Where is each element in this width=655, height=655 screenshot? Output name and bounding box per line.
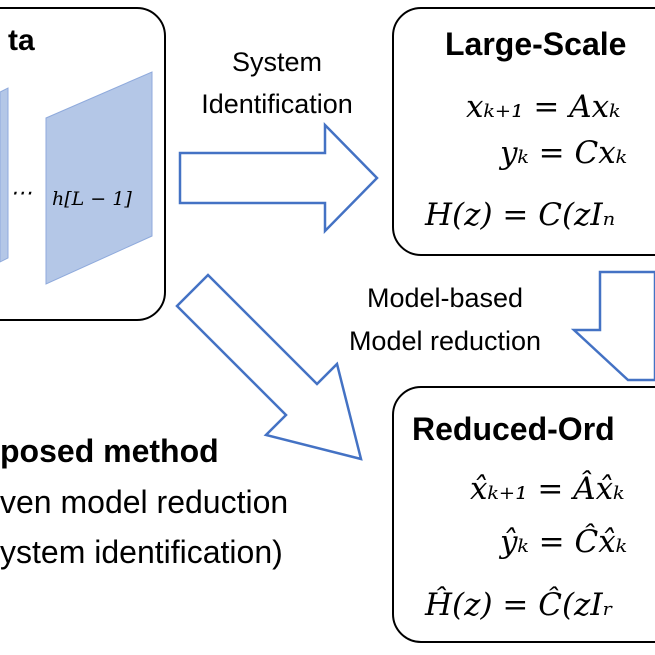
large-scale-eq1: xₖ₊₁ = Axₖ — [466, 89, 620, 125]
reduced-order-eq2: ŷₖ = Ĉx̂ₖ — [498, 522, 627, 560]
reduced-order-box — [392, 386, 655, 643]
sysid-label-line2: Identification — [201, 89, 353, 119]
reduced-order-eq3: Ĥ(z) = Ĉ(zIᵣ — [424, 585, 614, 623]
model-based-line2: Model reduction — [349, 326, 541, 356]
ellipsis: ⋯ — [10, 181, 32, 206]
proposed-line2: ven model reduction — [0, 484, 288, 520]
model-based-line1: Model-based — [367, 283, 523, 313]
proposed-arrow — [175, 273, 363, 461]
model-reduction-arrow — [570, 270, 655, 382]
reduced-order-title: Reduced-Ord — [412, 411, 615, 447]
large-scale-title: Large-Scale — [445, 26, 626, 62]
data-panel-last — [45, 71, 153, 285]
data-box-title: ta — [8, 24, 35, 57]
reduced-order-eq1: x̂ₖ₊₁ = Âx̂ₖ — [470, 469, 624, 507]
large-scale-box — [392, 7, 655, 256]
large-scale-eq3: H(z) = C(zIₙ — [424, 197, 615, 233]
data-panel-left — [0, 87, 9, 263]
proposed-line3: ystem identification) — [0, 534, 283, 570]
large-scale-eq2: yₖ = Cxₖ — [498, 135, 627, 171]
sysid-arrow — [178, 121, 379, 235]
proposed-title: posed method — [0, 433, 219, 469]
panel-label: h[L − 1] — [52, 188, 132, 210]
sysid-label-line1: System — [232, 47, 322, 77]
